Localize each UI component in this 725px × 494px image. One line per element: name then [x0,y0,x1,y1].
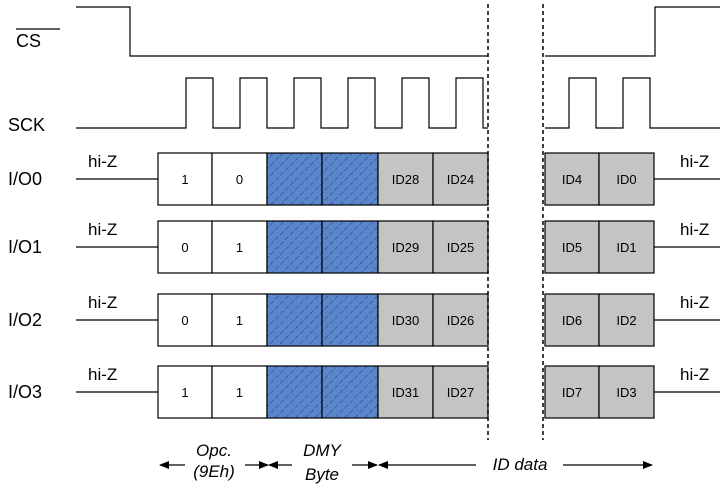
dummy-phase-label: DMY [303,441,342,460]
io3-id-cell-id3 [598,365,655,419]
io2-opcode-bit-1-label: 1 [236,313,243,328]
io0-id-cell-id28-label: ID28 [392,172,419,187]
io3-id-cell-id3-label: ID3 [616,385,636,400]
io3-dummy-cell [266,365,323,419]
io0-hiz-left-label: hi-Z [88,152,117,171]
io0-id-cell-id4 [544,152,600,206]
cs-label: CS [16,31,41,51]
io1-opcode-bit-0-label: 0 [181,240,188,255]
io1-opcode-bit-0 [157,220,213,274]
io1-id-cell-id5 [544,220,600,274]
sck-signal: SCK [8,77,720,135]
io1-id-cell-id29-label: ID29 [392,240,419,255]
io0-opcode-bit-1 [211,152,268,206]
io0-id-cell-id24 [432,152,489,206]
io1-id-cell-id25 [432,220,489,274]
io1-hiz-right-label: hi-Z [680,220,709,239]
io2-label: I/O2 [8,310,42,330]
io0-label: I/O0 [8,169,42,189]
io3-opcode-bit-1-label: 1 [236,385,243,400]
io2-id-cell-id6 [544,293,600,347]
io2-opcode-bit-0-label: 0 [181,313,188,328]
io0-opcode-bit-1-label: 0 [236,172,243,187]
io1-id-cell-id5-label: ID5 [562,240,582,255]
sck-waveform-end [545,77,720,129]
io3-id-cell-id7-label: ID7 [562,385,582,400]
io0-id-cell-id0-label: ID0 [616,172,636,187]
io2-id-cell-id6-label: ID6 [562,313,582,328]
io2-opcode-bit-0 [157,293,213,347]
io3-id-cell-id7 [544,365,600,419]
io1-id-cell-id1 [598,220,655,274]
io1-dummy-cell [266,220,323,274]
opcode-phase-value: (9Eh) [193,462,235,481]
io3-id-cell-id27-label: ID27 [447,385,474,400]
io3-opcode-bit-0 [157,365,213,419]
id-data-phase-label: ID data [493,455,548,474]
io1-hiz-left-label: hi-Z [88,220,117,239]
io1-label: I/O1 [8,237,42,257]
io0-id-cell-id28 [377,152,434,206]
io3-id-cell-id27 [432,365,489,419]
io3-dummy-cell [321,365,379,419]
io3-label: I/O3 [8,382,42,402]
io0-opcode-bit-0-label: 1 [181,172,188,187]
io3-id-cell-id31 [377,365,434,419]
dummy-phase-sub: Byte [305,465,339,484]
phase-annotations: Opc. (9Eh) DMY Byte ID data [159,441,653,484]
io2-id-cell-id2-label: ID2 [616,313,636,328]
io0-id-cell-id4-label: ID4 [562,172,582,187]
io2-id-cell-id26 [432,293,489,347]
io2-dummy-cell [266,293,323,347]
sck-waveform-start [76,77,488,129]
cs-signal: CS [16,6,720,57]
io1-dummy-cell [321,220,379,274]
io2-opcode-bit-1 [211,293,268,347]
io2-id-cell-id26-label: ID26 [447,313,474,328]
io0-hiz-right-label: hi-Z [680,152,709,171]
io2-dummy-cell [321,293,379,347]
cs-waveform-end [545,6,720,57]
io0-dummy-cell [266,152,323,206]
io0-opcode-bit-0 [157,152,213,206]
io0-id-cell-id24-label: ID24 [447,172,474,187]
io0-id-cell-id0 [598,152,655,206]
io3-opcode-bit-0-label: 1 [181,385,188,400]
io1-id-cell-id25-label: ID25 [447,240,474,255]
io2-hiz-right-label: hi-Z [680,293,709,312]
io3-hiz-left-label: hi-Z [88,365,117,384]
io2-id-cell-id2 [598,293,655,347]
io0-dummy-cell [321,152,379,206]
cs-waveform-start [76,6,488,57]
io1-id-cell-id1-label: ID1 [616,240,636,255]
io3-id-cell-id31-label: ID31 [392,385,419,400]
io3-hiz-right-label: hi-Z [680,365,709,384]
io2-id-cell-id30-label: ID30 [392,313,419,328]
sck-label: SCK [8,115,45,135]
opcode-phase-label: Opc. [196,441,232,460]
io1-opcode-bit-1-label: 1 [236,240,243,255]
io1-id-cell-id29 [377,220,434,274]
io2-hiz-left-label: hi-Z [88,293,117,312]
